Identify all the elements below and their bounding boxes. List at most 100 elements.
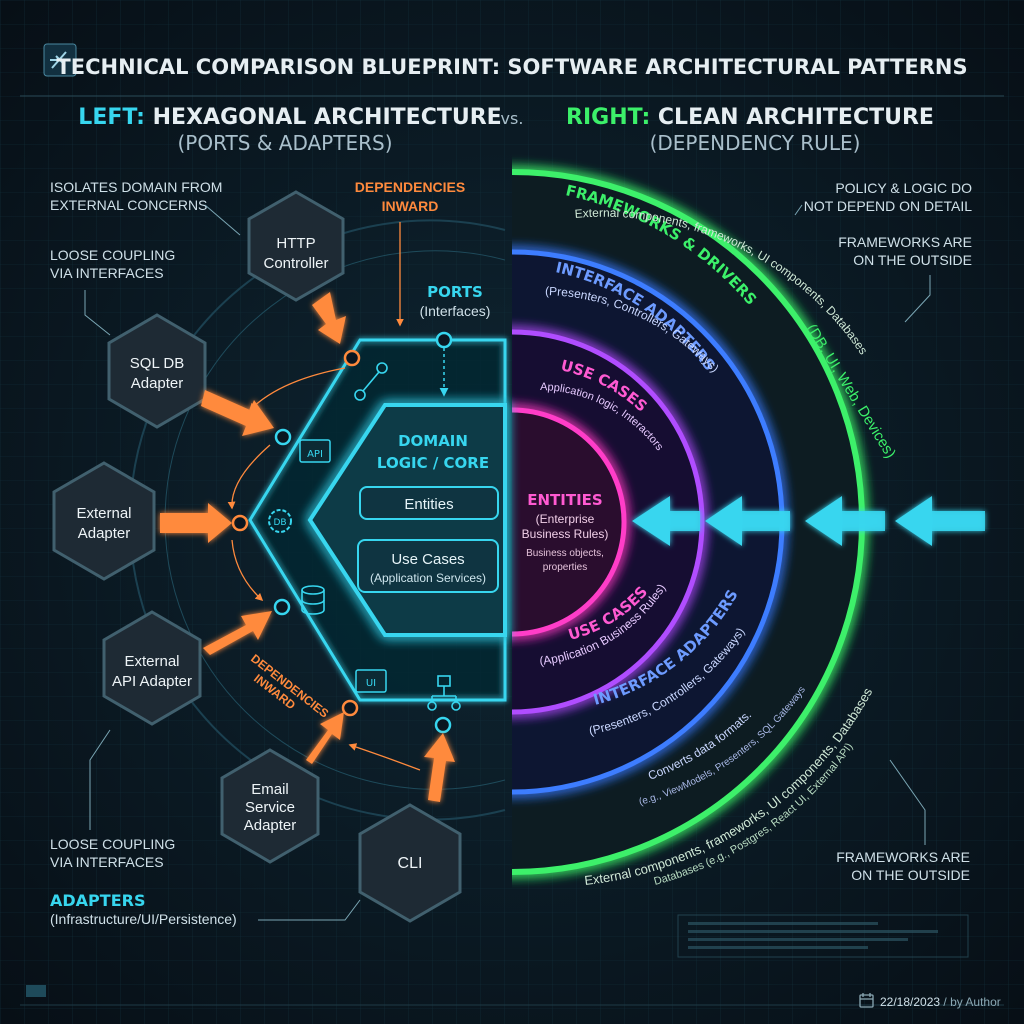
dependencies-top-2: INWARD [382, 198, 439, 214]
right-label: RIGHT: [566, 105, 650, 130]
adapter-email-line-2: Service [245, 799, 295, 816]
port-node-external [231, 514, 249, 532]
adapter-http-controller: HTTP Controller [247, 190, 345, 302]
network-node-icon [354, 362, 388, 401]
note-loose-top: LOOSE COUPLING VIA INTERFACES [50, 247, 175, 336]
page-title: TECHNICAL COMPARISON BLUEPRINT: SOFTWARE… [56, 55, 967, 79]
arrow-http-to-port [312, 292, 346, 344]
port-node-api [273, 598, 291, 616]
adapter-cli: CLI [358, 803, 462, 923]
calendar-icon [859, 993, 874, 1008]
note-policy-line-1: POLICY & LOGIC DO [835, 180, 972, 196]
entities-desc-2: properties [543, 562, 587, 573]
adapters-title: ADAPTERS [50, 891, 145, 910]
note-isolates-1: ISOLATES DOMAIN FROM [50, 179, 222, 195]
decorative-code-panel [677, 914, 969, 958]
note-frameworks-bottom-1: FRAMEWORKS ARE [836, 849, 970, 865]
note-loose-top-1: LOOSE COUPLING [50, 247, 175, 263]
dependency-arrows-right [632, 496, 985, 546]
adapter-cli-line-1: CLI [398, 855, 423, 872]
entities-desc-1: Business objects, [526, 548, 604, 559]
header: TECHNICAL COMPARISON BLUEPRINT: SOFTWARE… [20, 43, 1004, 155]
ui-icon-label: UI [366, 678, 376, 689]
arrow-api-to-port [203, 611, 272, 655]
arrow-inward-2 [805, 496, 885, 546]
arrow-external-to-port [160, 503, 232, 543]
dependencies-top-1: DEPENDENCIES [355, 179, 465, 195]
arrow-sql-to-port [201, 390, 274, 436]
note-policy-line-2: NOT DEPEND ON DETAIL [804, 198, 973, 214]
dependency-arrows-left [160, 292, 455, 802]
footer-text: 22/18/2023 / by Author [880, 995, 1001, 1009]
adapter-email-line-1: Email [251, 781, 289, 798]
adapter-sql-line-1: SQL DB [130, 355, 184, 372]
use-cases-label: Use Cases [391, 551, 464, 568]
adapters-legend: ADAPTERS (Infrastructure/UI/Persistence) [50, 891, 361, 927]
left-heading: LEFT: HEXAGONAL ARCHITECTURE [78, 105, 501, 130]
use-cases-box [357, 539, 499, 593]
note-frameworks-bottom: FRAMEWORKS ARE ON THE OUTSIDE [836, 759, 970, 883]
note-loose-bottom-1: LOOSE COUPLING [50, 836, 175, 852]
domain-title-2: LOGIC / CORE [377, 454, 489, 472]
port-nodes [231, 331, 453, 734]
use-cases-sublabel: (Application Services) [370, 571, 486, 585]
left-subheading: (PORTS & ADAPTERS) [178, 131, 393, 155]
port-node-sql [274, 428, 292, 446]
database-stack-icon [301, 585, 325, 615]
adapters: HTTP Controller SQL DB Adapter External … [52, 190, 462, 923]
port-node-http [343, 349, 361, 367]
left-label: LEFT: [78, 105, 145, 130]
adapter-sql-line-2: Adapter [131, 375, 184, 392]
entities-sub-1: (Enterprise [536, 512, 595, 526]
note-loose-top-2: VIA INTERFACES [50, 265, 164, 281]
adapter-external: External Adapter [52, 461, 156, 581]
entities-label: Entities [404, 496, 453, 513]
flow-arcs [227, 367, 421, 771]
db-gear-icon: DB [268, 509, 292, 533]
note-frameworks-top-2: ON THE OUTSIDE [853, 252, 972, 268]
db-icon-label: DB [273, 518, 286, 528]
note-frameworks-top: FRAMEWORKS ARE ON THE OUTSIDE [838, 234, 972, 323]
ports-title: PORTS [427, 283, 483, 301]
note-isolates: ISOLATES DOMAIN FROM EXTERNAL CONCERNS [50, 179, 241, 236]
network-tree-icon [427, 675, 461, 711]
note-isolates-2: EXTERNAL CONCERNS [50, 197, 207, 213]
port-node-cli [434, 716, 452, 734]
note-frameworks-top-1: FRAMEWORKS ARE [838, 234, 972, 250]
note-loose-bottom: LOOSE COUPLING VIA INTERFACES [50, 729, 175, 870]
ring-entities [512, 407, 627, 637]
adapter-api-line-2: API Adapter [112, 673, 192, 690]
note-frameworks-bottom-2: ON THE OUTSIDE [851, 867, 970, 883]
adapter-external-line-2: Adapter [78, 525, 131, 542]
adapter-email-service: Email Service Adapter [220, 748, 320, 864]
adapters-subtitle: (Infrastructure/UI/Persistence) [50, 911, 237, 927]
adapter-external-api: External API Adapter [102, 610, 202, 726]
adapter-external-line-1: External [76, 505, 131, 522]
port-node-top [435, 331, 453, 349]
footer-author: / by Author [940, 995, 1001, 1009]
ui-window-icon: UI [355, 669, 387, 693]
versus-label: vs. [501, 109, 524, 128]
entities-sub-2: Business Rules) [522, 527, 609, 541]
footer-date: 22/18/2023 [880, 995, 940, 1009]
api-window-icon: API [299, 439, 331, 463]
left-name: HEXAGONAL ARCHITECTURE [145, 105, 502, 130]
adapter-sql-db: SQL DB Adapter [107, 313, 207, 429]
entities-box [359, 486, 499, 520]
adapter-email-line-3: Adapter [244, 817, 297, 834]
domain-title-1: DOMAIN [398, 432, 468, 450]
arrow-inward-3 [705, 496, 790, 546]
right-name: CLEAN ARCHITECTURE [650, 105, 934, 130]
api-icon-label: API [307, 449, 323, 460]
arrow-inward-4 [632, 496, 700, 546]
arrow-cli-to-port [424, 733, 455, 802]
decorative-status-block [26, 985, 46, 997]
arrow-inward-1 [895, 496, 985, 546]
port-node-email [341, 699, 359, 717]
ports-subtitle: (Interfaces) [420, 303, 491, 319]
note-loose-bottom-2: VIA INTERFACES [50, 854, 164, 870]
footer: 22/18/2023 / by Author [859, 993, 1001, 1009]
adapter-http-line-1: HTTP [276, 235, 315, 252]
